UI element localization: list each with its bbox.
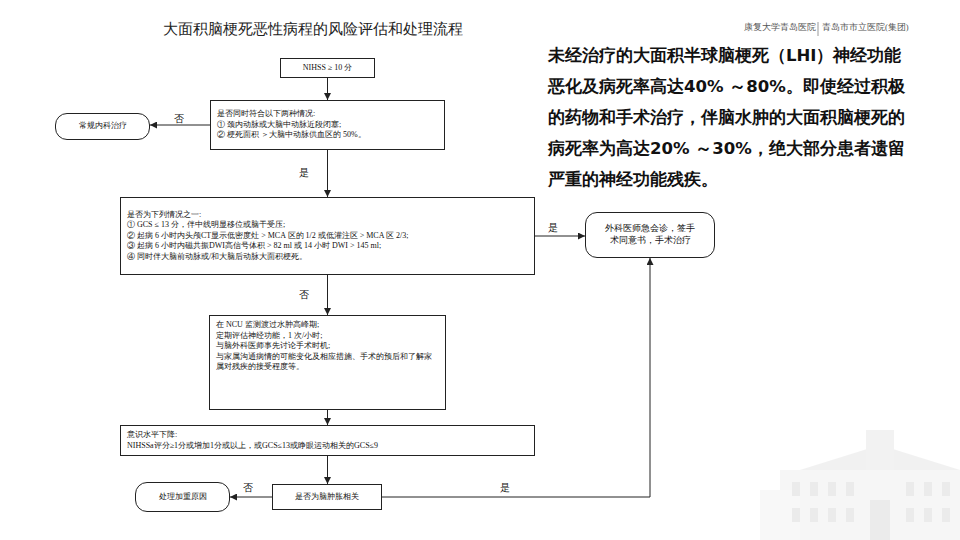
logo-text: 青岛市市立医院(集团)	[822, 22, 912, 34]
decision-box: 是否为脑肿胀相关	[272, 484, 382, 510]
flow-arrow	[327, 150, 328, 197]
node-text: 意识水平下降:	[127, 430, 177, 441]
logo-separator	[818, 22, 819, 36]
flow-arrow	[327, 456, 328, 484]
process-box: 在 NCU 监测渡过水肿高峰期;定期评估神经功能，1 次/小时;与脑外科医师事先…	[209, 315, 446, 410]
node-text: ② 梗死面积 ＞大脑中动脉供血区的 50%。	[217, 130, 366, 141]
node-text: ④ 同时伴大脑前动脉或/和大脑后动脉大面积梗死。	[127, 252, 307, 263]
diagram-title: 大面积脑梗死恶性病程的风险评估和处理流程	[163, 20, 463, 39]
terminal-box: 常规内科治疗	[55, 113, 150, 140]
flow-arrow	[230, 497, 272, 498]
side-note: 未经治疗的大面积半球脑梗死（LHI）神经功能恶化及病死率高达40% ～80%。即…	[548, 40, 910, 195]
flow-arrow	[327, 410, 328, 425]
node-text: 是否为下列情况之一:	[127, 210, 201, 221]
edge-label: 是	[548, 221, 558, 235]
node-text: ① GCS ≤ 13 分，伴中线明显移位或脑干受压;	[127, 220, 285, 231]
node-text: 与家属沟通病情的可能变化及相应措施、手术的预后和了解家属对残疾的接受程度等。	[216, 352, 439, 373]
building-windows	[792, 482, 950, 540]
flow-arrow	[327, 275, 328, 315]
node-text: NIHSSa评分≥1分或增加1分或以上，或GCS≤13或睁眼运动相关的GCS≤9	[127, 441, 378, 452]
flow-arrow	[327, 78, 328, 100]
condition-box: 意识水平下降:NIHSSa评分≥1分或增加1分或以上，或GCS≤13或睁眼运动相…	[120, 425, 535, 456]
node-text: 定期评估神经功能，1 次/小时;	[216, 331, 322, 342]
logo-text: 康复大学青岛医院	[736, 22, 816, 34]
node-text: 是否同时符合以下两种情况:	[217, 109, 315, 120]
building-wing	[760, 490, 800, 540]
decision-box: 是否为下列情况之一:① GCS ≤ 13 分，伴中线明显移位或脑干受压;② 起病…	[120, 197, 535, 275]
node-text: 外科医师急会诊，签手术同意书，手术治疗	[604, 223, 696, 247]
terminal-box: 处理加重原因	[135, 482, 230, 512]
building-body	[780, 470, 960, 540]
node-text: ② 起病 6 小时内头颅CT显示低密度灶 > MCA 区的 1/2 或低灌注区 …	[127, 231, 408, 242]
edge-label: 否	[174, 112, 184, 126]
edge-label: 否	[299, 288, 309, 302]
flow-arrow	[535, 236, 585, 237]
terminal-box: 外科医师急会诊，签手术同意书，手术治疗	[585, 212, 715, 258]
edge-label: 是	[299, 166, 309, 180]
building-illustration	[760, 430, 960, 540]
start-box: NIHSS ≥ 10 分	[280, 58, 375, 78]
node-text: 处理加重原因	[159, 492, 207, 503]
flow-arrow	[150, 125, 210, 126]
decision-box: 是否同时符合以下两种情况:① 颈内动脉或大脑中动脉近段闭塞;② 梗死面积 ＞大脑…	[210, 100, 445, 150]
node-text: ③ 起病 6 小时内磁共振DWI高信号体积 > 82 ml 或 14 小时 DW…	[127, 241, 381, 252]
building-tower	[866, 430, 894, 470]
node-text: ① 颈内动脉或大脑中动脉近段闭塞;	[217, 120, 341, 131]
edge-label: 是	[500, 481, 510, 495]
node-text: 常规内科治疗	[79, 121, 127, 132]
edge-label: 否	[243, 481, 253, 495]
node-text: 与脑外科医师事先讨论手术时机;	[216, 341, 330, 352]
node-text: 是否为脑肿胀相关	[295, 492, 359, 503]
node-text: NIHSS ≥ 10 分	[303, 63, 353, 74]
node-text: 在 NCU 监测渡过水肿高峰期;	[216, 320, 319, 331]
